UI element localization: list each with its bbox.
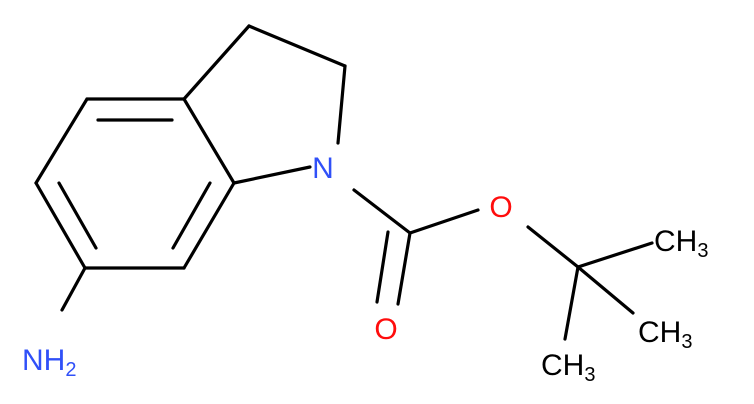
bond-ring-lower-left-inner (57, 181, 98, 250)
bond-ring-lower-right-inner (171, 181, 212, 250)
atom-carbonyl-o: O (374, 313, 397, 346)
bond-ring-lower-right (182, 181, 236, 270)
atom-methyl-2: CH3 (638, 316, 692, 353)
bond-quaternary-c-methyl-2 (576, 265, 635, 315)
bond-quaternary-c-methyl-1 (576, 241, 654, 269)
bond-ring-lower-left (34, 181, 87, 270)
bond-carbonyl-c-ester-o (408, 208, 480, 235)
bond-ester-o-quaternary-c (526, 225, 580, 269)
bond-carbonyl-c-o-2 (375, 230, 390, 304)
atom-amine-nh2: NH2 (22, 344, 76, 381)
atom-ring-n: N (312, 152, 334, 185)
atom-methyl-3: CH3 (541, 349, 595, 386)
bond-c7a-n1 (232, 165, 312, 185)
atom-methyl-1: CH3 (654, 225, 708, 262)
bond-c2-n1 (336, 64, 347, 145)
atom-ester-o: O (489, 191, 512, 224)
bond-carbonyl-c-o-1 (396, 231, 412, 306)
bond-quaternary-c-methyl-3 (563, 265, 580, 341)
bond-c3-c2 (247, 24, 347, 68)
bond-ring-upper-right (182, 97, 236, 185)
bond-c6-nh2 (60, 266, 87, 312)
bond-ring-upper-left (34, 97, 89, 185)
bond-c3a-c3 (182, 24, 251, 101)
bond-n1-carbonyl-c (352, 188, 412, 235)
